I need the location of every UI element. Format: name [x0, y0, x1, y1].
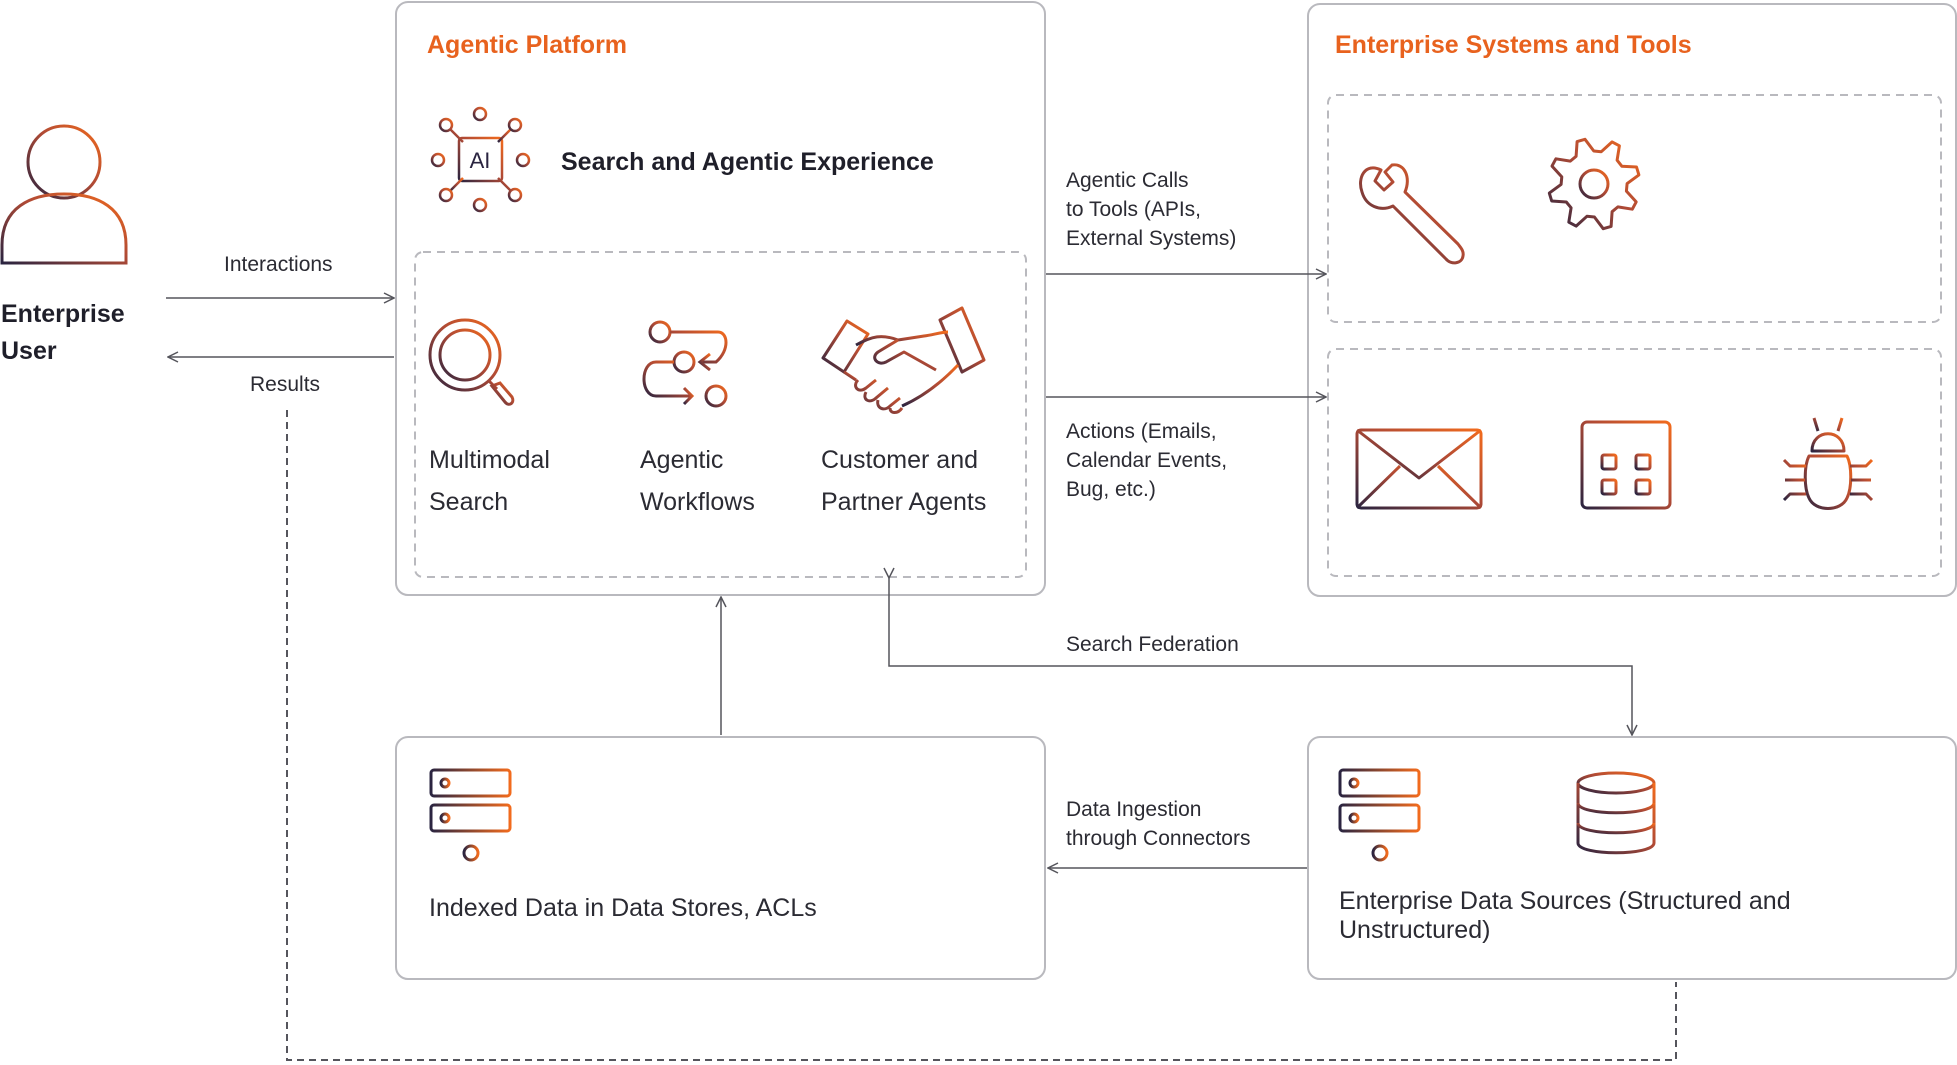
interactions-label: Interactions	[224, 253, 333, 276]
ai-badge: AI	[470, 148, 491, 173]
indexed-data-box	[395, 736, 1046, 980]
magnifier-icon	[428, 318, 515, 406]
platform-inner-dashed-box	[414, 251, 1027, 578]
wrench-icon	[1359, 163, 1465, 265]
envelope-icon	[1355, 428, 1483, 510]
search-federation-arrow-down	[1020, 665, 1632, 735]
enterprise-systems-title: Enterprise Systems and Tools	[1335, 31, 1692, 59]
bug-icon	[1782, 417, 1874, 510]
database-icon	[1576, 771, 1656, 855]
indexed-data-label: Indexed Data in Data Stores, ACLs	[429, 894, 817, 922]
results-label: Results	[250, 373, 321, 396]
gear-icon	[1547, 137, 1641, 231]
tools-dashed-box	[1327, 94, 1942, 323]
enterprise-user-label: Enterprise User	[1, 300, 125, 365]
handshake-icon	[821, 306, 986, 414]
actions-dashed-box	[1327, 348, 1942, 577]
data-sources-box	[1307, 736, 1957, 980]
agentic-calls-label: Agentic Calls to Tools (APIs, External S…	[1066, 169, 1237, 250]
data-ingestion-label: Data Ingestion through Connectors	[1066, 798, 1251, 850]
results-feedback-dashed-line	[286, 410, 1677, 1061]
data-sources-label: Enterprise Data Sources (Structured and …	[1339, 887, 1791, 944]
server-icon	[429, 768, 512, 862]
customer-partner-agents-label: Customer and Partner Agents	[821, 446, 987, 516]
agentic-workflows-label: Agentic Workflows	[640, 446, 755, 516]
search-federation-label: Search Federation	[1066, 633, 1239, 656]
ai-chip-icon	[430, 106, 531, 213]
user-icon	[0, 124, 128, 265]
workflow-icon	[642, 320, 728, 408]
calendar-icon	[1580, 414, 1672, 510]
search-federation-arrow-up	[889, 578, 1020, 667]
actions-label: Actions (Emails, Calendar Events, Bug, e…	[1066, 420, 1228, 501]
multimodal-search-label: Multimodal Search	[429, 446, 550, 516]
server-icon	[1338, 768, 1421, 862]
agentic-platform-box	[395, 1, 1046, 596]
enterprise-systems-box	[1307, 3, 1957, 597]
search-agentic-experience-heading: Search and Agentic Experience	[561, 148, 934, 176]
agentic-platform-title: Agentic Platform	[427, 31, 628, 59]
